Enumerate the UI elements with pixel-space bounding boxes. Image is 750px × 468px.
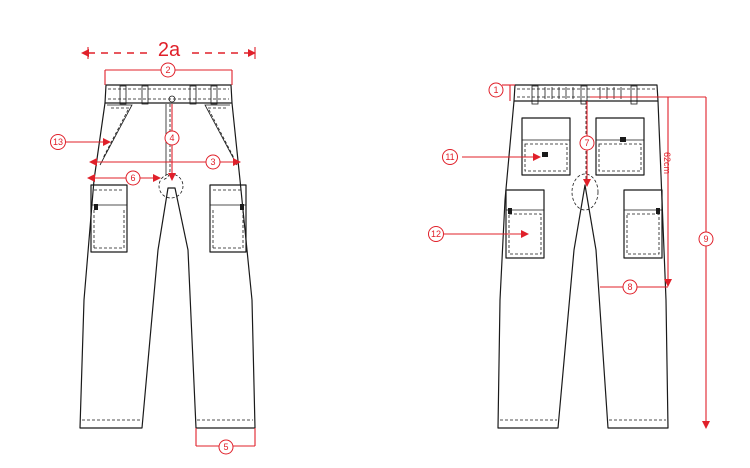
- svg-text:2: 2: [165, 65, 170, 75]
- svg-text:12: 12: [431, 229, 441, 239]
- svg-text:6: 6: [130, 173, 135, 183]
- callout-6: 6: [125, 170, 141, 186]
- svg-text:5: 5: [223, 442, 228, 452]
- svg-text:4: 4: [169, 133, 174, 143]
- back-measurements: 62cm: [444, 84, 710, 429]
- callout-1: 1: [488, 82, 504, 98]
- front-measurements: 2a: [66, 38, 256, 447]
- back-view-trousers: [497, 84, 669, 429]
- svg-text:9: 9: [703, 234, 708, 244]
- callout-2: 2: [160, 62, 176, 78]
- svg-text:8: 8: [627, 282, 632, 292]
- callout-13: 13: [50, 134, 66, 150]
- callout-8: 5: [218, 439, 234, 455]
- callout-11: 11: [442, 149, 458, 165]
- svg-text:7: 7: [584, 138, 589, 148]
- callout-9: 9: [698, 231, 714, 247]
- svg-text:11: 11: [445, 152, 454, 162]
- svg-text:3: 3: [210, 157, 215, 167]
- svg-text:13: 13: [53, 137, 63, 147]
- callout-7: 8: [622, 279, 638, 295]
- callout-12: 12: [428, 226, 444, 242]
- callout-5: 7: [579, 135, 595, 151]
- svg-text:1: 1: [493, 85, 498, 95]
- callout-3: 3: [205, 154, 221, 170]
- waist-span-label: 2a: [158, 39, 181, 61]
- inseam-length-label: 62cm: [662, 152, 672, 174]
- callout-4: 4: [164, 130, 180, 146]
